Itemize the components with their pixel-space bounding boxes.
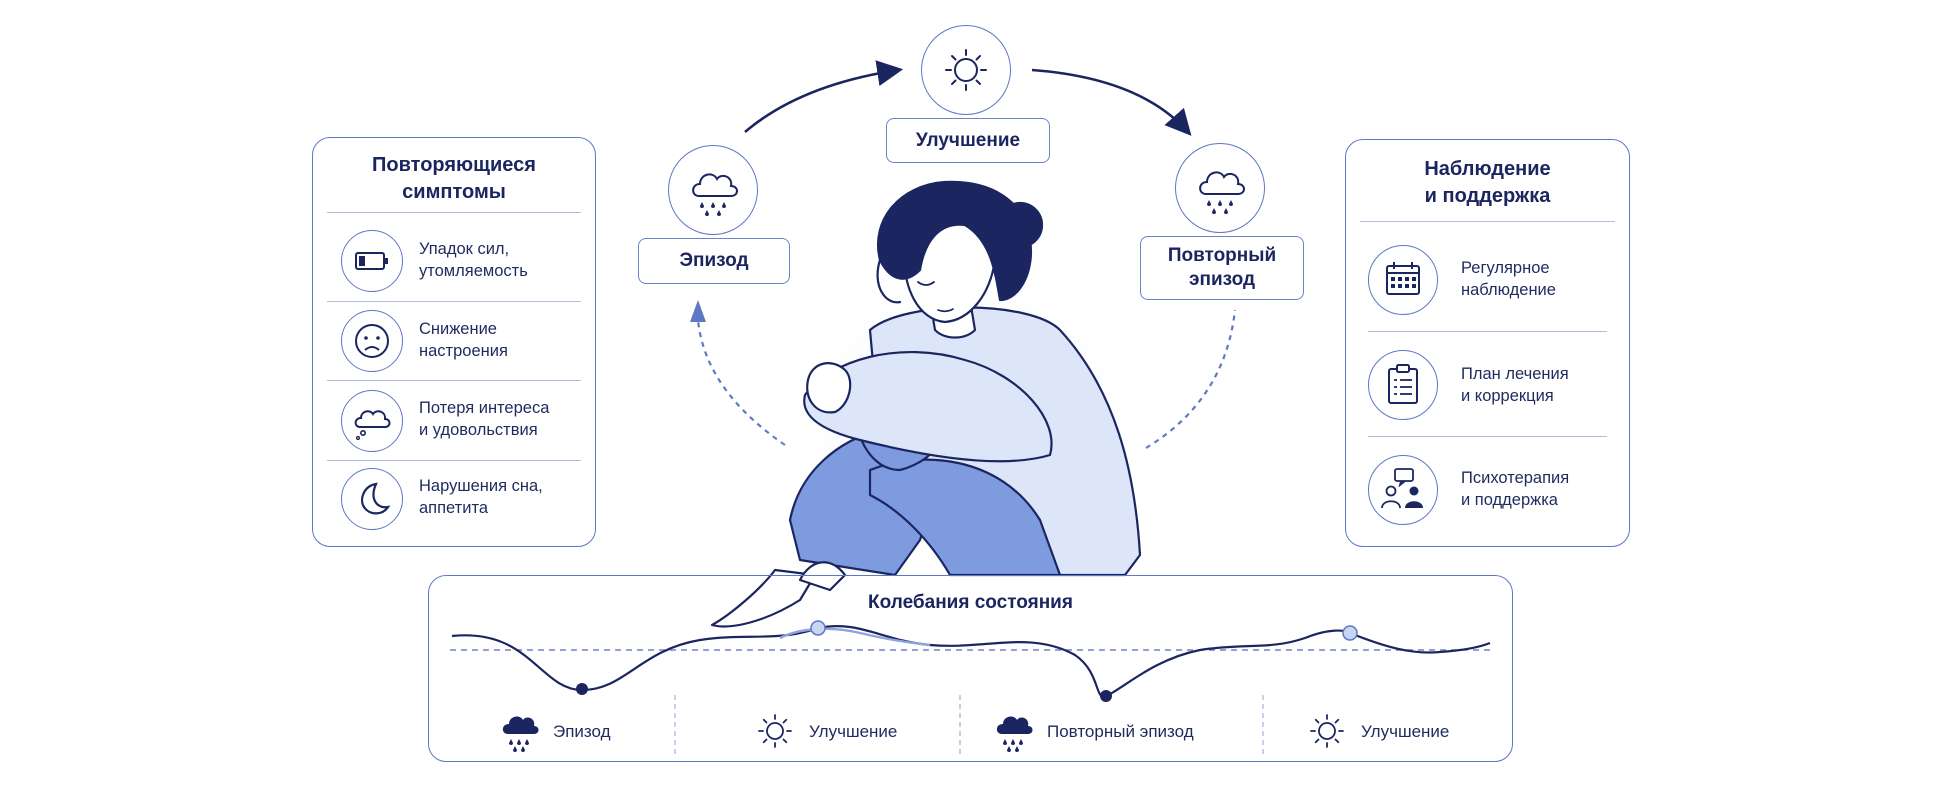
- support-psychotherapy: Психотерапия и поддержка: [1461, 469, 1570, 509]
- phase-sun-icon: [1310, 714, 1344, 748]
- phase-episode-label: Эпизод: [553, 722, 611, 741]
- people-chat-icon: [1368, 455, 1438, 525]
- symptoms-panel: Повторяющиеся симптомы Упадок сил, утомл…: [312, 137, 596, 547]
- calendar-icon: [1368, 245, 1438, 315]
- support-panel: Наблюдение и поддержка Регулярное наблюд…: [1345, 139, 1630, 547]
- mood-curve-light-segment: [779, 627, 931, 647]
- cycle-improvement-sun-icon: [921, 25, 1011, 115]
- curve-dot-repeat-episode: [1100, 690, 1112, 702]
- thought-cloud-icon: [341, 390, 403, 452]
- support-title: Наблюдение и поддержка: [1424, 158, 1551, 207]
- moon-icon: [341, 468, 403, 530]
- sad-face-icon: [341, 310, 403, 372]
- curve-dot-episode: [576, 683, 588, 695]
- phase-improvement-label: Улучшение: [809, 722, 898, 741]
- battery-low-icon: [341, 230, 403, 292]
- cycle-repeat-episode-label: Повторный эпизод: [1140, 236, 1304, 300]
- symptom-sleep: Нарушения сна, аппетита: [419, 477, 543, 517]
- symptom-interest: Потеря интереса и удовольствия: [419, 399, 550, 439]
- fluctuation-title: Колебания состояния: [868, 592, 1073, 613]
- phase-improvement-label-2: Улучшение: [1361, 722, 1450, 741]
- symptom-mood: Снижение настроения: [419, 320, 508, 360]
- symptom-fatigue: Упадок сил, утомляемость: [419, 240, 528, 280]
- support-treatment-plan: План лечения и коррекция: [1461, 365, 1569, 405]
- curve-dot-improvement-2: [1342, 625, 1358, 641]
- arrow-episode-to-improvement: [744, 60, 904, 133]
- phase-repeat-episode-label: Повторный эпизод: [1047, 722, 1194, 741]
- support-monitoring: Регулярное наблюдение: [1461, 259, 1556, 299]
- phase-rain-cloud-icon: [502, 716, 539, 752]
- cycle-episode-label: Эпизод: [638, 238, 790, 284]
- cycle-repeat-rain-cloud-icon: [1175, 143, 1265, 233]
- cycle-improvement-label: Улучшение: [886, 118, 1050, 163]
- clipboard-icon: [1368, 350, 1438, 420]
- cycle-episode-rain-cloud-icon: [668, 145, 758, 235]
- dashed-arrow-head-left: [690, 300, 706, 322]
- fluctuation-panel: Колебания состояния Эпизод Улучшение Пов…: [428, 575, 1513, 762]
- phase-rain-cloud-icon: [996, 716, 1033, 752]
- person-illustration: [710, 180, 1165, 628]
- curve-dot-improvement-1: [810, 620, 826, 636]
- phase-sun-icon: [758, 714, 792, 748]
- symptoms-title: Повторяющиеся симптомы: [372, 154, 536, 203]
- arrow-improvement-to-repeat: [1031, 68, 1192, 136]
